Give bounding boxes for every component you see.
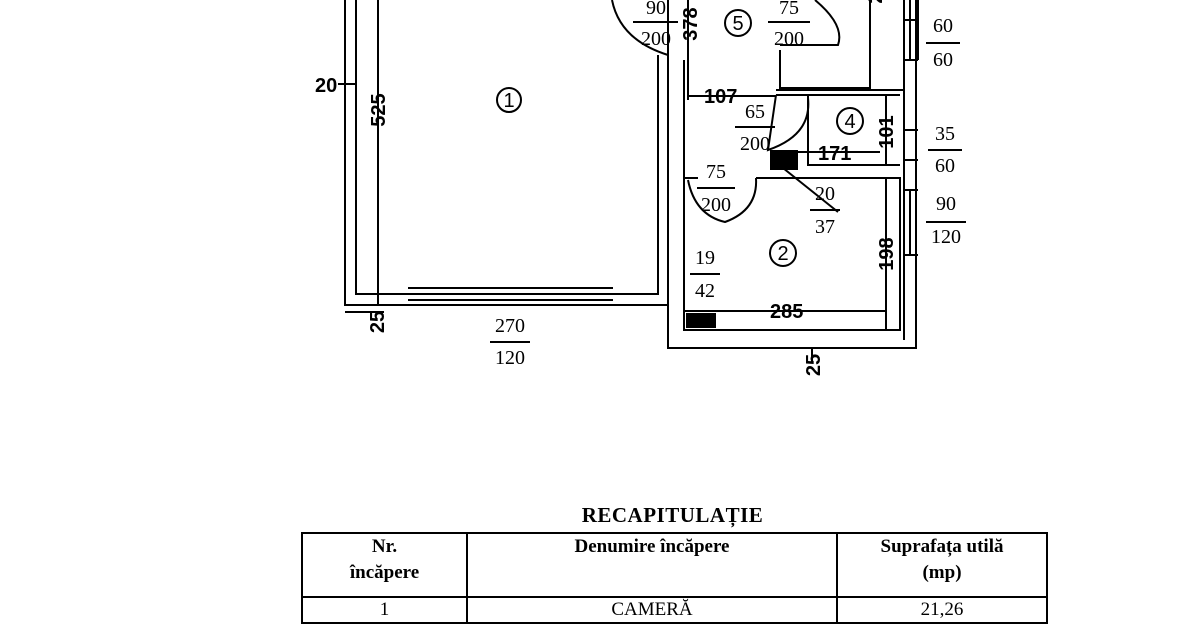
dim-partial-top: 2	[865, 0, 887, 4]
window-right-low-height: 120	[931, 226, 961, 248]
header-nr: Nr. încăpere	[301, 532, 468, 598]
door-top-left-height: 200	[641, 28, 671, 50]
room-1-outer-wall	[344, 0, 669, 306]
window-right-top-height: 60	[933, 49, 953, 71]
row-nr: 1	[301, 596, 468, 624]
dim-height-198: 198	[876, 237, 898, 270]
top-right-wall	[903, 0, 919, 340]
recap-header-row: Nr. încăpere Denumire încăpere Suprafața…	[301, 532, 1048, 598]
door-top-mid-swing	[780, 0, 841, 46]
door-top-mid-height: 200	[774, 28, 804, 50]
table-row: 1 CAMERĂ 21,26	[301, 596, 1048, 624]
room-1-inner-wall	[355, 0, 659, 295]
window-right-low-frame	[904, 189, 918, 256]
window-bottom-frame	[408, 287, 613, 306]
dim-height-378: 378	[680, 7, 702, 40]
room-4-label: 4	[844, 111, 855, 133]
dim-wall-25-left: 25	[367, 311, 389, 333]
niche-width: 19	[695, 247, 715, 269]
dim-width-107: 107	[704, 86, 737, 108]
header-area-line1: Suprafața utilă	[880, 536, 1004, 557]
dim-width-171: 171	[818, 143, 851, 165]
window-right-top-width: 60	[933, 15, 953, 37]
door-bath-swing	[766, 94, 810, 152]
room-5-partition	[779, 0, 871, 89]
duct-block	[770, 150, 798, 170]
window-right-mid-frame	[904, 129, 918, 161]
door-top-left-swing	[611, 0, 669, 56]
dim-width-285: 285	[770, 301, 803, 323]
floor-plan: 1 2 4 5 20 525 378 107 171 101 198 285 2…	[315, 0, 966, 376]
window-bottom-height: 120	[495, 347, 525, 369]
recap-table: Nr. încăpere Denumire încăpere Suprafața…	[301, 532, 1048, 624]
door-room2-swing	[687, 177, 758, 224]
header-nr-line1: Nr.	[371, 536, 398, 557]
window-right-top-frame	[904, 19, 918, 61]
window-right-mid-width: 35	[935, 123, 955, 145]
door-room2-height: 200	[701, 194, 731, 216]
room-1-label: 1	[503, 90, 514, 112]
room-5-label: 5	[732, 13, 743, 35]
duct-height: 37	[815, 216, 835, 238]
door-top-left-width: 90	[646, 0, 666, 19]
header-area-line2: (mp)	[922, 562, 962, 583]
header-area: Suprafața utilă (mp)	[836, 532, 1048, 598]
dim-wall-25-bottom: 25	[803, 354, 825, 376]
corridor-inner-wall	[683, 60, 901, 331]
window-right-mid-height: 60	[935, 155, 955, 177]
header-name: Denumire încăpere	[466, 532, 838, 598]
corridor-wall	[667, 0, 917, 349]
door-room2-width: 75	[706, 161, 726, 183]
niche-height: 42	[695, 280, 715, 302]
dim-height-525: 525	[368, 93, 390, 126]
door-bath-height: 200	[740, 133, 770, 155]
dim-wall-20-left: 20	[315, 75, 337, 97]
window-right-low-width: 90	[936, 193, 956, 215]
duct-width: 20	[815, 183, 835, 205]
door-top-mid-width: 75	[779, 0, 799, 19]
door-bath-width: 65	[745, 101, 765, 123]
niche-block	[686, 313, 716, 328]
header-nr-line2: încăpere	[349, 562, 420, 583]
room-4-wall	[776, 89, 904, 166]
recap-title: RECAPITULAȚIE	[581, 503, 764, 527]
row-area: 21,26	[836, 596, 1048, 624]
window-bottom-width: 270	[495, 315, 525, 337]
dim-height-101: 101	[876, 115, 898, 148]
row-name: CAMERĂ	[466, 596, 838, 624]
room-2-label: 2	[777, 243, 788, 265]
